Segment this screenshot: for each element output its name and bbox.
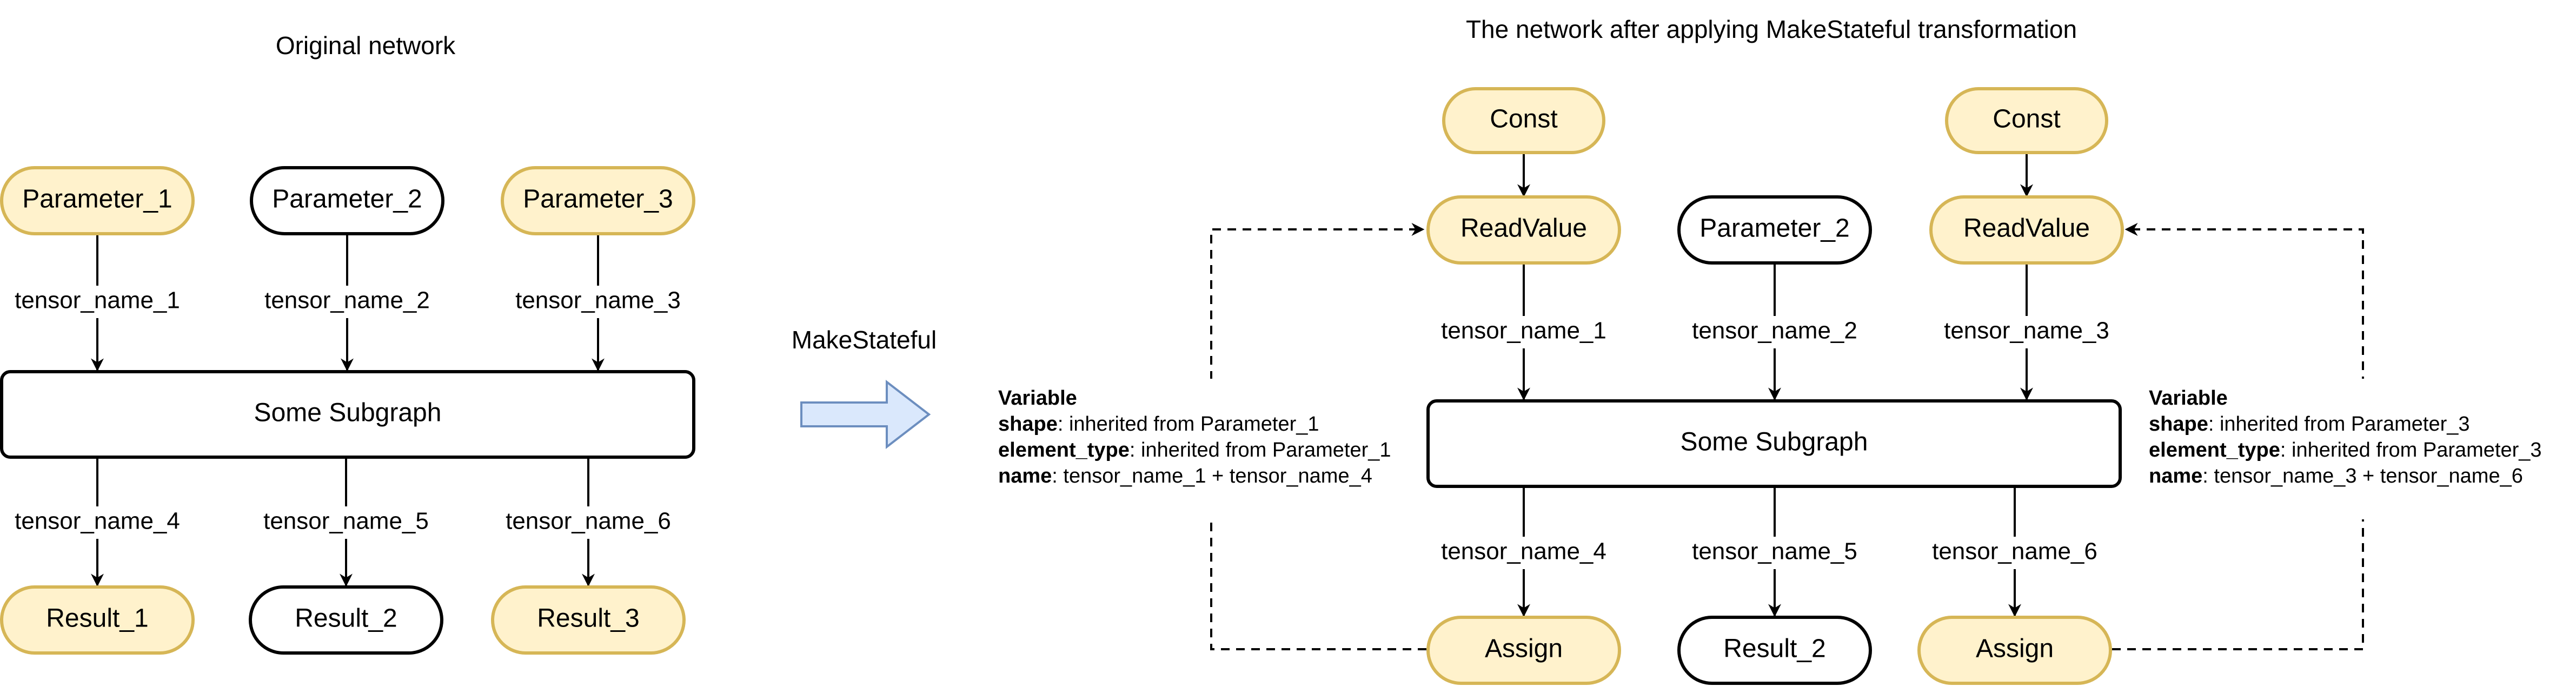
node-const-1: Const <box>1442 87 1605 154</box>
svg-text:Result_1: Result_1 <box>46 604 148 633</box>
node-const-2: Const <box>1945 87 2108 154</box>
variable-annotation-right: Variable shape: inherited from Parameter… <box>2149 387 2542 487</box>
svg-text:Parameter_2: Parameter_2 <box>272 185 422 214</box>
node-result-3: Result_3 <box>491 585 686 655</box>
transformed-title: The network after applying MakeStateful … <box>1466 15 2077 43</box>
svg-text:ReadValue: ReadValue <box>1460 214 1587 243</box>
transform-label: MakeStateful <box>792 326 937 354</box>
node-parameter-3: Parameter_3 <box>501 166 695 235</box>
svg-text:shape: inherited from Paramete: shape: inherited from Parameter_3 <box>2149 413 2470 436</box>
node-some-subgraph: Some Subgraph <box>1426 399 2122 488</box>
node-parameter-2: Parameter_2 <box>250 166 444 235</box>
svg-text:Result_3: Result_3 <box>537 604 639 633</box>
edge-label: tensor_name_4 <box>1441 538 1606 565</box>
edge-label: tensor_name_2 <box>264 287 430 314</box>
svg-text:element_type: inherited from P: element_type: inherited from Parameter_1 <box>998 439 1391 461</box>
svg-text:Result_2: Result_2 <box>1723 635 1825 663</box>
svg-text:Const: Const <box>1993 105 2060 134</box>
svg-text:Parameter_2: Parameter_2 <box>1699 214 1849 243</box>
svg-text:Assign: Assign <box>1485 635 1563 663</box>
svg-text:Some Subgraph: Some Subgraph <box>1681 428 1868 457</box>
edge-label: tensor_name_4 <box>15 508 180 535</box>
edge-label: tensor_name_1 <box>15 287 180 314</box>
edge-label: tensor_name_3 <box>1944 318 2109 344</box>
node-result-2: Result_2 <box>1677 616 1872 685</box>
svg-text:Parameter_3: Parameter_3 <box>523 185 673 214</box>
svg-text:element_type: inherited from P: element_type: inherited from Parameter_3 <box>2149 439 2542 461</box>
node-result-1: Result_1 <box>0 585 195 655</box>
node-some-subgraph: Some Subgraph <box>0 370 695 459</box>
edge-label: tensor_name_5 <box>1692 538 1857 565</box>
edge-label: tensor_name_5 <box>263 508 429 535</box>
edge-label: tensor_name_6 <box>506 508 671 535</box>
svg-text:ReadValue: ReadValue <box>1963 214 2090 243</box>
node-parameter-1: Parameter_1 <box>0 166 195 235</box>
svg-text:Variable: Variable <box>2149 387 2228 410</box>
edge-label: tensor_name_2 <box>1692 318 1857 344</box>
edge-label: tensor_name_6 <box>1932 538 2097 565</box>
svg-text:Assign: Assign <box>1976 635 2054 663</box>
node-assign-1: Assign <box>1426 616 1621 685</box>
svg-text:Parameter_1: Parameter_1 <box>22 185 172 214</box>
edge-label: tensor_name_3 <box>515 287 681 314</box>
node-parameter-2: Parameter_2 <box>1677 195 1872 265</box>
svg-text:Some Subgraph: Some Subgraph <box>254 399 442 427</box>
svg-text:Variable: Variable <box>998 387 1077 410</box>
variable-annotation-left: Variable shape: inherited from Parameter… <box>998 387 1391 487</box>
node-assign-2: Assign <box>1917 616 2112 685</box>
svg-text:name: tensor_name_1 + tensor_n: name: tensor_name_1 + tensor_name_4 <box>998 465 1372 487</box>
node-result-2: Result_2 <box>249 585 443 655</box>
transform-arrow-icon <box>800 379 931 450</box>
node-readvalue-2: ReadValue <box>1929 195 2124 265</box>
svg-text:Const: Const <box>1490 105 1557 134</box>
original-title: Original network <box>276 31 456 60</box>
node-readvalue-1: ReadValue <box>1426 195 1621 265</box>
svg-text:Result_2: Result_2 <box>295 604 397 633</box>
svg-text:name: tensor_name_3 + tensor_n: name: tensor_name_3 + tensor_name_6 <box>2149 465 2523 487</box>
edge-label: tensor_name_1 <box>1441 318 1606 344</box>
svg-text:shape: inherited from Paramete: shape: inherited from Parameter_1 <box>998 413 1319 436</box>
